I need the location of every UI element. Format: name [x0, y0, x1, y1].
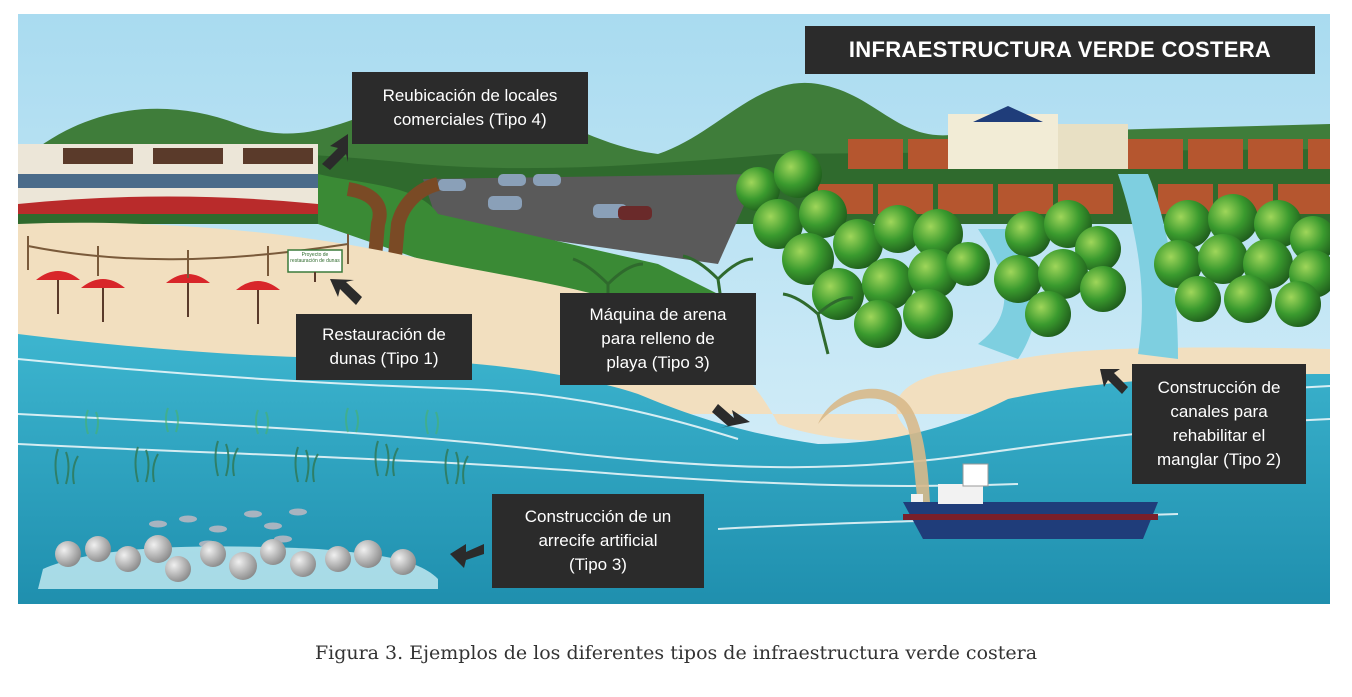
label-sand-machine-line-1: Máquina de arena [589, 303, 726, 327]
label-sand-machine-line-2: para relleno de [601, 327, 714, 351]
label-relocation: Reubicación de locales comerciales (Tipo… [352, 72, 588, 144]
dune-sign-text: Proyecto de restauración de dunas [289, 252, 341, 272]
diagram-title-text: INFRAESTRUCTURA VERDE COSTERA [849, 37, 1271, 63]
label-relocation-line-1: Reubicación de locales [383, 84, 558, 108]
label-canals: Construcción de canales para rehabilitar… [1132, 364, 1306, 484]
label-dunes-line-2: dunas (Tipo 1) [330, 347, 439, 371]
label-canals-line-3: rehabilitar el [1173, 424, 1266, 448]
label-sand-machine: Máquina de arena para relleno de playa (… [560, 293, 756, 385]
label-reef-line-1: Construcción de un [525, 505, 671, 529]
label-reef: Construcción de un arrecife artificial (… [492, 494, 704, 588]
label-sand-machine-line-3: playa (Tipo 3) [606, 351, 709, 375]
label-dunes: Restauración de dunas (Tipo 1) [296, 314, 472, 380]
label-relocation-line-2: comerciales (Tipo 4) [393, 108, 546, 132]
commercial-buildings [18, 144, 318, 214]
coastal-infrastructure-illustration: Proyecto de restauración de dunas INFRAE… [18, 14, 1330, 604]
label-reef-line-2: arrecife artificial [538, 529, 657, 553]
label-dunes-line-1: Restauración de [322, 323, 446, 347]
figure-caption: Figura 3. Ejemplos de los diferentes tip… [0, 642, 1352, 664]
label-canals-line-4: manglar (Tipo 2) [1157, 448, 1281, 472]
diagram-title: INFRAESTRUCTURA VERDE COSTERA [805, 26, 1315, 74]
label-canals-line-2: canales para [1170, 400, 1267, 424]
label-canals-line-1: Construcción de [1158, 376, 1281, 400]
label-reef-line-3: (Tipo 3) [569, 553, 627, 577]
